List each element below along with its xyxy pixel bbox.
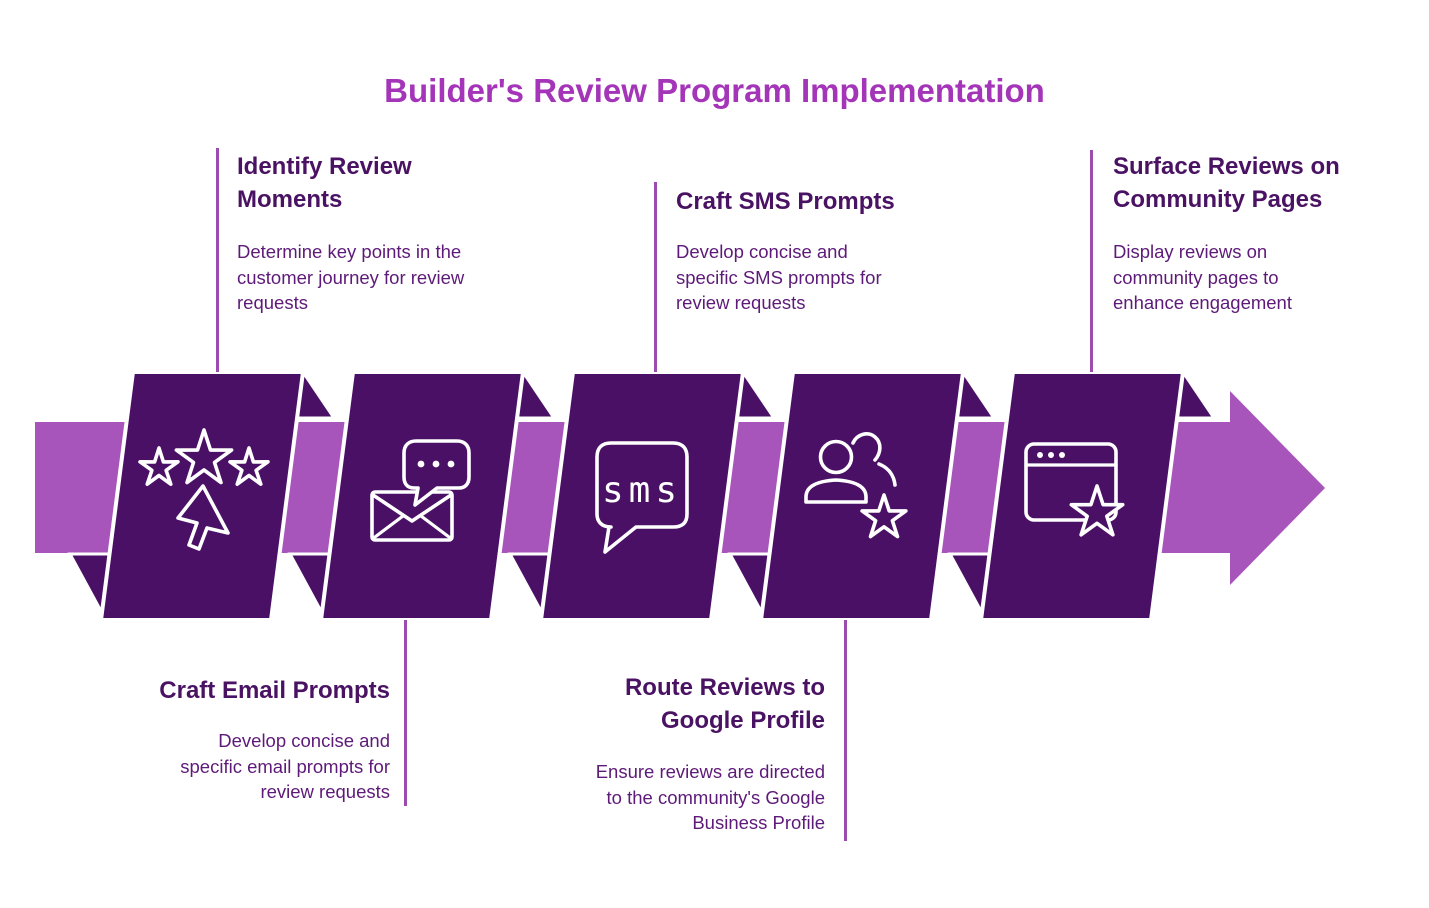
page-star-shape [1069,484,1125,537]
browser-dot [1037,452,1043,458]
sms-bubble-shape [595,441,689,554]
step-2-description: Develop concise and specific email promp… [180,730,390,802]
people-star-icon [804,432,908,539]
star-left-shape [138,446,180,487]
step-4-description: Ensure reviews are directed to the commu… [595,761,825,833]
person-back-shoulder-shape [877,462,897,487]
browser-window-shape [1024,442,1118,522]
step-1-description: Determine key points in the customer jou… [237,241,465,313]
step-4-connector [844,620,847,841]
star-right-shape [228,446,270,487]
step-panel-5 [978,370,1186,622]
step-2-heading: Craft Email Prompts [159,677,390,704]
sms-bubble-icon: sms [595,441,689,554]
step-2-connector [404,620,407,806]
step-1-connector [216,148,219,372]
cursor-shape [176,484,230,551]
browser-dot [1048,452,1054,458]
chat-bubble-shape [402,439,471,507]
envelope-flap-line [371,493,453,523]
chat-dot [432,460,440,468]
step-3-connector [654,182,657,372]
chat-dot [417,460,425,468]
step-5-description: Display reviews on community pages to en… [1113,241,1292,313]
step-panel-1 [98,370,306,622]
person-shoulders-shape [804,478,868,504]
person-head-shape [818,439,854,475]
browser-dot [1059,452,1065,458]
review-star-shape [860,493,908,539]
envelope-corner-lines [373,514,451,539]
step-3-heading: Craft SMS Prompts [676,188,895,215]
chat-dot [447,460,455,468]
sms-label: sms [602,470,682,511]
step-5-heading: Surface Reviews on Community Pages [1113,153,1340,213]
step-1-heading: Identify Review Moments [237,153,412,213]
step-3-description: Develop concise and specific SMS prompts… [676,241,882,313]
star-center-shape [174,428,234,485]
step-panel-4 [758,370,966,622]
envelope-shape [370,490,454,542]
stars-pointer-icon [138,428,270,551]
person-back-head-shape [851,432,882,462]
page-title: Builder's Review Program Implementation [384,72,1045,109]
step-panel-3 [538,370,746,622]
step-4-heading: Route Reviews to Google Profile [624,674,825,734]
step-5-connector [1090,150,1093,372]
browser-star-icon [1024,442,1125,537]
email-message-icon [370,439,471,542]
